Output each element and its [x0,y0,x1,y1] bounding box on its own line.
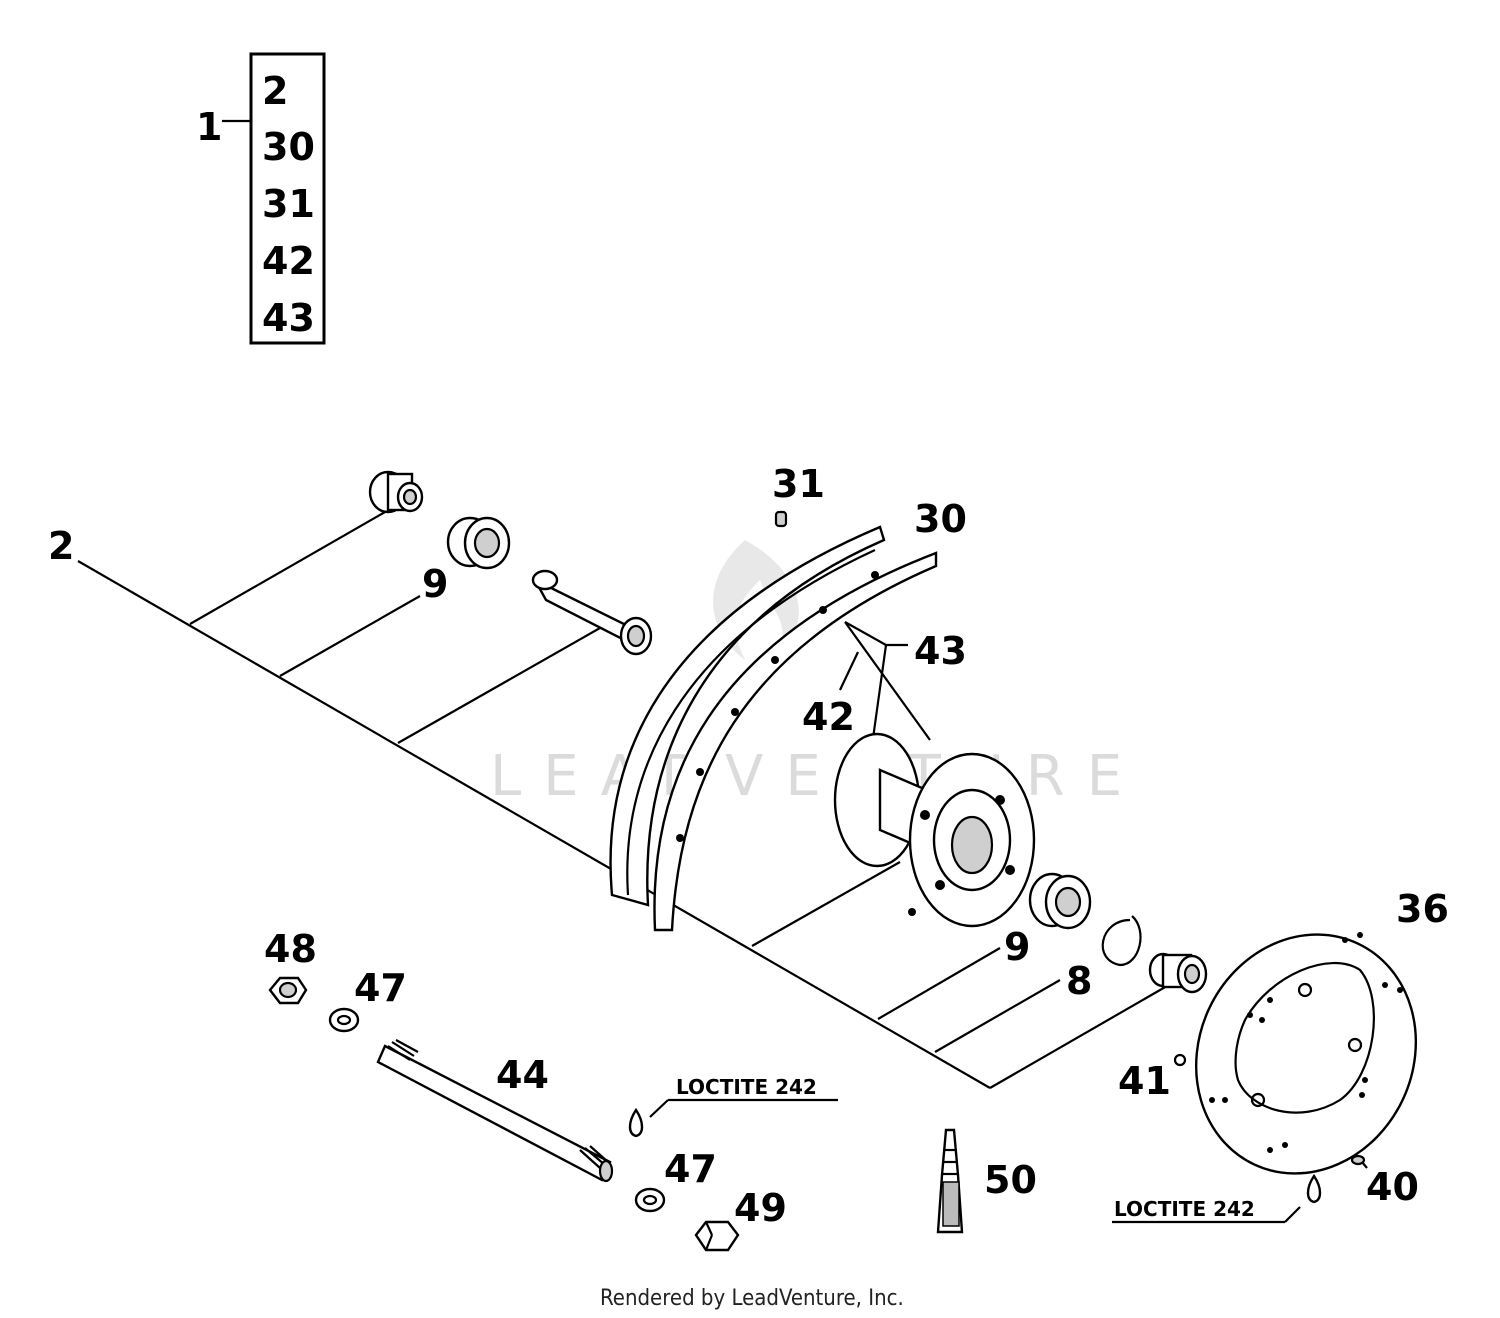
washer-part [328,1007,360,1033]
spacer-part [1148,952,1208,994]
hub-part [833,732,1036,928]
assembly-item: 43 [262,296,315,340]
bearing-part [446,516,511,570]
watermark-text: LEADVENTURE [490,744,1144,809]
callout-label: 36 [1396,887,1449,931]
brake-disc-part [1194,932,1418,1175]
loctite-note: LOCTITE 242 [676,1075,817,1099]
loctite-note: LOCTITE 242 [1114,1197,1255,1221]
screw-part [1350,1154,1368,1169]
nut-part [694,1220,740,1252]
callout-label: 47 [354,966,407,1010]
nut-part [268,976,308,1005]
callout-label: 47 [664,1147,717,1191]
callout-label: 48 [264,927,317,971]
callout-label: 41 [1118,1059,1171,1103]
grease-tube-part [936,1128,964,1234]
assembly-item: 2 [262,69,288,113]
assembly-box [249,52,326,345]
axle-part [376,1039,614,1183]
assembly-group: 1 2 30 31 42 43 [196,52,326,345]
callout-label: 2 [48,524,74,568]
assembly-item: 30 [262,125,315,169]
loctite-drop-icon [1306,1173,1322,1204]
callout-label: 44 [496,1053,549,1097]
washer-part [634,1187,666,1213]
spacer-tube [531,569,653,656]
assembly-item: 31 [262,182,315,226]
callout-label: 49 [734,1186,787,1230]
axis-lines [77,511,1168,1089]
spacer-part [368,470,424,514]
callout-label: 50 [984,1158,1037,1202]
callout-label: 43 [914,629,967,673]
callout-label: 30 [914,497,967,541]
valve-part [774,510,788,528]
callout-label: 8 [1066,959,1092,1003]
bearing-part [1028,872,1092,930]
circlip-part [1101,915,1142,967]
callout-label: 9 [1004,925,1030,969]
callout-label: 31 [772,462,825,506]
assembly-item: 42 [262,239,315,283]
callout-label: 9 [422,562,448,606]
loctite-drop-icon [628,1107,644,1138]
loctite-leaders [649,1098,1301,1224]
callout-label: 42 [802,695,855,739]
rim-part [609,525,938,932]
callout-label: 40 [1366,1165,1419,1209]
footer-credit: Rendered by LeadVenture, Inc. [600,1286,904,1311]
assembly-main-label: 1 [196,105,222,149]
bolt-part [1173,1053,1187,1067]
